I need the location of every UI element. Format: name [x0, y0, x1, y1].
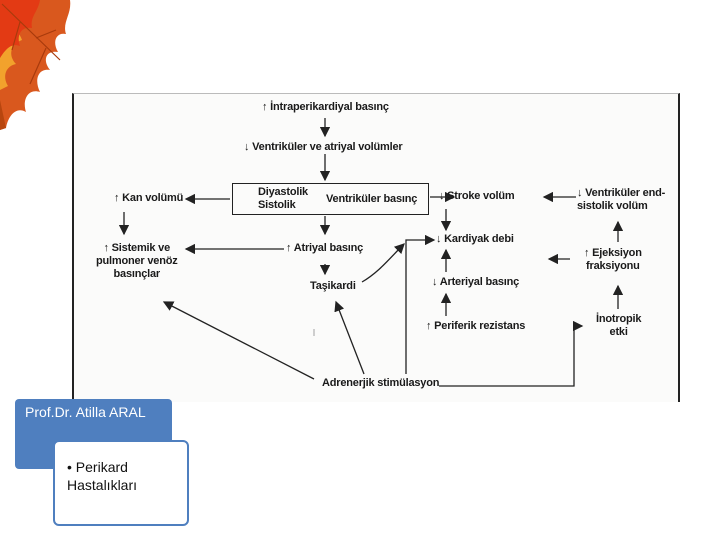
node-end-systolic-volume: ↓ Ventriküler end- sistolik volüm [577, 187, 666, 212]
node-ventricular-atrial-volumes: ↓ Ventriküler ve atriyal volümler [244, 141, 403, 153]
node-intrapericardial-pressure: ↑ İntraperikardiyal basınç [262, 101, 389, 113]
flowchart-arrows [118, 118, 624, 387]
node-stroke-volume: ↓ Stroke volüm [439, 190, 515, 202]
ventricular-pressure-box [232, 183, 429, 215]
node-ventricular-pressure: Ventriküler basınç [326, 193, 418, 205]
topic-bullet-text: • Perikard Hastalıkları [67, 459, 138, 493]
node-tachycardia: Taşikardi [310, 280, 356, 292]
node-peripheral-resistance: ↑ Periferik rezistans [426, 320, 526, 332]
node-adrenergic-stimulation: Adrenerjik stimülasyon [322, 377, 440, 389]
node-systemic-pulmonary-pressures: ↑ Sistemik ve pulmoner venöz basınçlar [96, 242, 178, 280]
node-ejection-fraction: ↑ Ejeksiyon fraksiyonu [584, 247, 642, 272]
topic-bullet-card: • Perikard Hastalıkları [53, 440, 189, 526]
node-diastolic-systolic: Diyastolik Sistolik [258, 186, 308, 211]
node-inotropic-effect: İnotropik etki [596, 313, 642, 338]
flowchart-image: ↑ İntraperikardiyal basınç ↓ Ventriküler… [72, 93, 680, 402]
node-atrial-pressure: ↑ Atriyal basınç [286, 242, 364, 254]
node-blood-volume: ↑ Kan volümü [114, 192, 184, 204]
node-cardiac-output: ↓ Kardiyak debi [436, 233, 514, 245]
presenter-name: Prof.Dr. Atilla ARAL [25, 404, 146, 420]
autumn-leaf-decoration [0, 0, 71, 130]
node-arterial-pressure: ↓ Arteriyal basınç [432, 276, 520, 288]
